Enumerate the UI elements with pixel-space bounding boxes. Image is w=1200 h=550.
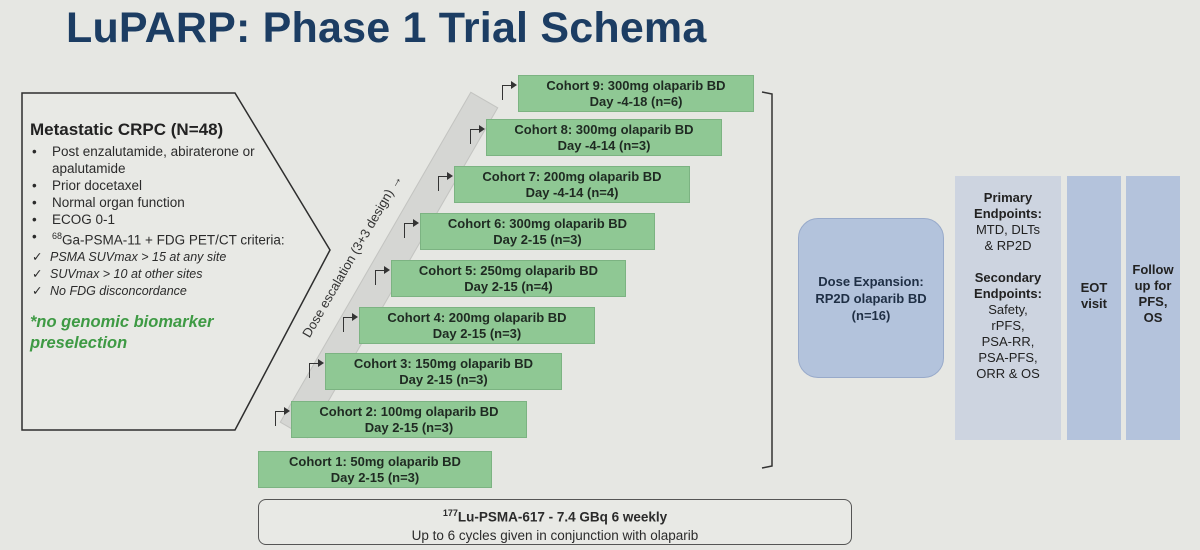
followup-line: OS	[1143, 310, 1163, 325]
cohort-schedule: Day -4-14 (n=3)	[557, 138, 651, 153]
dose-expansion-box: Dose Expansion: RP2D olaparib BD (n=16)	[798, 218, 944, 378]
expansion-line: RP2D olaparib BD	[815, 290, 927, 306]
cohort-schedule: Day -4-18 (n=6)	[589, 94, 683, 109]
followup-line: Follow	[1132, 262, 1174, 277]
step-up-arrow-icon	[502, 81, 517, 100]
secondary-endpoint: PSA-PFS,	[978, 350, 1038, 365]
genomic-note: *no genomic biomarker preselection	[30, 312, 214, 352]
eligibility-bullet: Normal organ function	[30, 194, 330, 211]
eligibility-bullet-pet: 68Ga-PSMA-11 + FDG PET/CT criteria:	[30, 228, 330, 249]
check-item: SUVmax > 10 at other sites	[30, 266, 330, 283]
lutetium-treatment-box: 177Lu-PSMA-617 - 7.4 GBq 6 weekly Up to …	[258, 499, 852, 545]
lutetium-dose: Lu-PSMA-617 - 7.4 GBq 6 weekly	[457, 509, 668, 525]
isotope-mass-ga: 68	[52, 231, 63, 241]
secondary-endpoint: ORR & OS	[976, 366, 1040, 381]
eligibility-bullets: Post enzalutamide, abiraterone or apalut…	[30, 143, 330, 249]
eligibility-bullet: ECOG 0-1	[30, 211, 330, 228]
cohort-schedule: Day 2-15 (n=3)	[432, 326, 522, 341]
pet-criteria-text: Ga-PSMA-11 + FDG PET/CT criteria:	[62, 232, 285, 248]
step-up-arrow-icon	[375, 266, 390, 285]
eot-line: visit	[1080, 296, 1107, 311]
eligibility-panel: Metastatic CRPC (N=48) Post enzalutamide…	[30, 120, 330, 354]
check-item: PSMA SUVmax > 15 at any site	[30, 249, 330, 266]
lutetium-line2: Up to 6 cycles given in conjunction with…	[411, 527, 699, 543]
cohort-dose: Cohort 7: 200mg olaparib BD	[482, 169, 662, 184]
cohort-schedule: Day 2-15 (n=3)	[330, 470, 420, 485]
secondary-endpoint: Safety,	[988, 302, 1028, 317]
eligibility-bullet: Prior docetaxel	[30, 177, 330, 194]
cohort-schedule: Day -4-14 (n=4)	[525, 185, 619, 200]
cohort-dose: Cohort 5: 250mg olaparib BD	[418, 263, 599, 278]
cohort-dose: Cohort 8: 300mg olaparib BD	[514, 122, 694, 137]
cohort-dose: Cohort 2: 100mg olaparib BD	[319, 404, 499, 419]
cohort-schedule: Day 2-15 (n=3)	[493, 232, 582, 247]
step-up-arrow-icon	[470, 125, 485, 144]
cohort-bracket	[761, 91, 773, 469]
lutetium-line1: 177Lu-PSMA-617 - 7.4 GBq 6 weekly	[259, 504, 851, 527]
cohort-dose: Cohort 1: 50mg olaparib BD	[289, 454, 461, 469]
primary-endpoint: & RP2D	[984, 238, 1032, 253]
step-up-arrow-icon	[343, 313, 358, 332]
cohort-dose: Cohort 9: 300mg olaparib BD	[546, 78, 726, 93]
cohort-schedule: Day 2-15 (n=3)	[364, 420, 454, 435]
cohort-schedule: Day 2-15 (n=4)	[464, 279, 553, 294]
cohort-dose: Cohort 3: 150mg olaparib BD	[353, 356, 534, 371]
check-item: No FDG disconcordance	[30, 283, 330, 300]
primary-endpoint: MTD, DLTs	[975, 222, 1041, 237]
followup-line: PFS,	[1138, 294, 1168, 309]
step-up-arrow-icon	[309, 359, 324, 378]
expansion-line: Dose Expansion:	[818, 273, 924, 289]
isotope-mass-lu: 177	[442, 508, 458, 518]
eligibility-checks: PSMA SUVmax > 15 at any site SUVmax > 10…	[30, 249, 330, 300]
cohort-dose: Cohort 6: 300mg olaparib BD	[447, 216, 628, 231]
eot-visit-box: EOT visit	[1067, 176, 1121, 440]
secondary-endpoint: rPFS,	[991, 318, 1025, 333]
step-up-arrow-icon	[438, 172, 453, 191]
page-title: LuPARP: Phase 1 Trial Schema	[66, 4, 707, 52]
eligibility-bullet: Post enzalutamide, abiraterone or apalut…	[30, 143, 330, 177]
cohort-schedule: Day 2-15 (n=3)	[399, 372, 488, 387]
secondary-endpoint: PSA-RR,	[981, 334, 1035, 349]
step-up-arrow-icon	[275, 407, 290, 426]
cohort-dose: Cohort 4: 200mg olaparib BD	[387, 310, 567, 325]
eot-line: EOT	[1080, 280, 1108, 295]
followup-line: up for	[1134, 278, 1172, 293]
step-up-arrow-icon	[404, 219, 419, 238]
expansion-line: (n=16)	[851, 307, 891, 323]
eligibility-title: Metastatic CRPC (N=48)	[30, 120, 224, 139]
follow-up-box: Follow up for PFS, OS	[1126, 176, 1180, 440]
